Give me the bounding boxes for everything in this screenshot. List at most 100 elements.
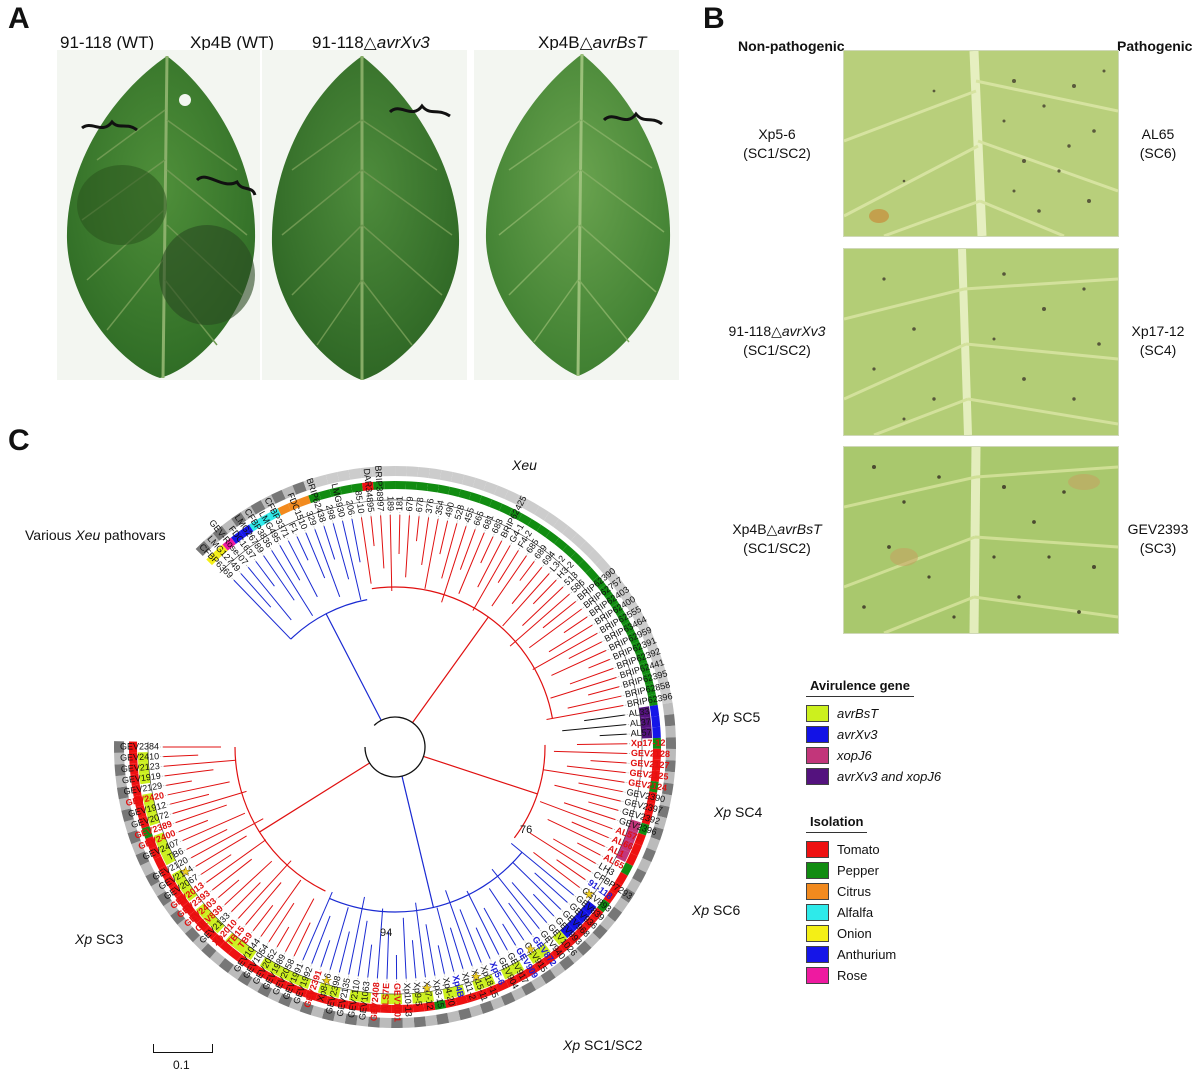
tip-branch: [233, 579, 292, 640]
clade-segment: [655, 668, 668, 683]
clade-segment: [131, 840, 145, 855]
tip-branch: [163, 754, 199, 758]
tip-branch: [351, 518, 361, 563]
avirulence-segment: [640, 716, 652, 729]
tip-leader: [162, 785, 167, 787]
legend-avirulence-row: avrXv3: [806, 724, 986, 745]
isolation-segment: [627, 631, 640, 645]
tip-label: GEV2125: [629, 768, 669, 782]
tip-branch: [567, 695, 622, 709]
tip-leader: [621, 694, 626, 697]
tip-branch: [370, 516, 375, 547]
tip-leader: [164, 794, 169, 796]
tip-branch: [182, 812, 246, 842]
tip-label: 376: [424, 498, 436, 514]
leaf-mutant-2-graphic: [485, 53, 671, 377]
isolation-segment: [617, 611, 630, 626]
clade-segment: [184, 927, 201, 943]
clade-segment: [579, 540, 595, 557]
isolation-segment: [644, 801, 655, 815]
clade-segment: [271, 489, 286, 504]
strain-name: Xp17-12: [1131, 323, 1185, 339]
tip-branch: [360, 517, 372, 584]
avirulence-segment: [472, 977, 486, 992]
legend-isolation-row: Anthurium: [806, 944, 966, 965]
avirulence-segment: [500, 965, 515, 980]
clade-segment: [493, 485, 509, 500]
legend-isolation-swatch: [806, 904, 829, 921]
tip-leader: [453, 971, 456, 976]
tip-leader: [347, 974, 350, 979]
clade-segment: [247, 977, 263, 992]
tip-label: Xp17-12: [631, 738, 666, 748]
isolation-segment: [264, 971, 279, 985]
legend-avirulence-swatch: [806, 705, 829, 722]
isolation-segment: [284, 981, 298, 994]
tip-branch: [488, 888, 525, 941]
clade-segment: [124, 819, 138, 834]
tip-leader: [526, 552, 529, 556]
isolation-segment: [402, 1004, 414, 1013]
clade-segment: [651, 657, 665, 672]
clade-label-sc4: Xp SC4: [714, 804, 762, 820]
clade-label-various-xeu: Various Xeu pathovars: [25, 527, 166, 543]
tip-branch: [287, 540, 318, 598]
legend-avirulence-title: Avirulence gene: [806, 676, 914, 697]
isolation-segment: [489, 499, 503, 511]
leaf-photo-wt: [57, 50, 260, 380]
legend-isolation-swatch: [806, 862, 829, 879]
clade-segment: [664, 760, 676, 773]
tip-leader: [187, 857, 192, 861]
isolation-segment: [351, 483, 363, 493]
avirulence-segment: [182, 886, 198, 902]
scale-bar: [153, 1044, 213, 1053]
tip-branch: [195, 835, 247, 867]
clade-segment: [325, 472, 340, 485]
tip-branch: [551, 650, 607, 676]
panel-a-letter: A: [8, 2, 30, 35]
isolation-segment: [437, 484, 450, 495]
tip-leader: [533, 558, 537, 562]
isolation-segment: [308, 492, 322, 504]
tip-leader: [567, 902, 571, 906]
strain-group: (SC3): [1139, 540, 1177, 556]
avirulence-segment: [560, 923, 575, 939]
isolation-segment: [645, 683, 656, 696]
tip-leader: [277, 541, 281, 546]
avirulence-segment: [536, 943, 551, 959]
isolation-segment: [145, 836, 157, 850]
tip-branch: [357, 920, 368, 977]
tip-leader: [515, 945, 518, 949]
avirulence-segment: [278, 966, 293, 981]
clade-segment: [504, 489, 519, 504]
clade-segment: [521, 981, 537, 996]
tip-leader: [360, 513, 362, 518]
tip-branch: [170, 793, 210, 805]
tip-label: AL33: [628, 706, 650, 719]
tip-leader: [350, 515, 353, 520]
tip-branch: [547, 818, 605, 847]
tip-branch: [550, 676, 617, 699]
tip-branch: [588, 658, 610, 669]
tip-leader: [465, 522, 468, 527]
tip-label: Xp7-12: [422, 980, 436, 1010]
isolation-segment: [559, 938, 574, 952]
tip-label: 298: [324, 504, 338, 521]
tip-label: 329: [304, 509, 319, 527]
clade-segment: [660, 691, 673, 705]
clade-segment: [659, 793, 672, 807]
avirulence-segment: [509, 960, 525, 975]
tip-branch: [247, 567, 292, 621]
tip-leader: [585, 879, 589, 883]
clade-segment: [646, 837, 660, 852]
legend-avirulence-label: avrBsT: [837, 706, 879, 721]
isolation-segment: [444, 997, 457, 1009]
isolation-segment: [609, 881, 623, 895]
clade-stem: [423, 755, 538, 795]
isolation-segment: [575, 923, 589, 938]
tip-label: F1: [287, 521, 301, 535]
isolation-segment: [129, 763, 139, 775]
isolation-segment: [158, 865, 171, 879]
